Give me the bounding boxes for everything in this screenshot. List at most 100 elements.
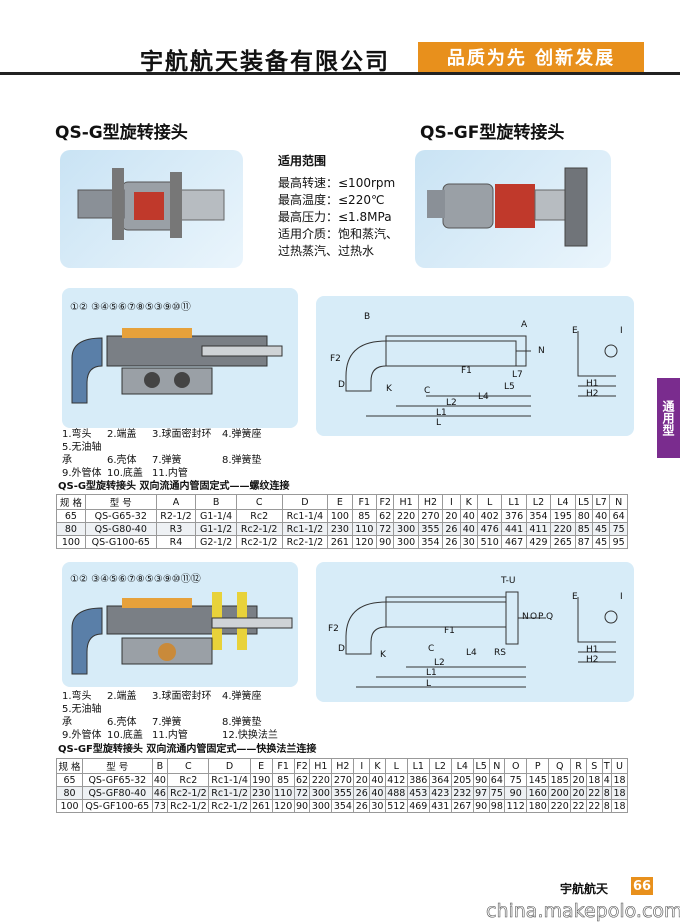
legend-item: 1.弯头 bbox=[62, 691, 92, 702]
table-header-cell: L1 bbox=[501, 494, 527, 510]
table-cell: 354 bbox=[331, 799, 355, 813]
table-cell: 205 bbox=[450, 773, 474, 787]
table-cell: 65 bbox=[56, 509, 86, 523]
table-cell: 75 bbox=[609, 522, 628, 536]
legend-item: 8.弹簧垫 bbox=[222, 717, 262, 728]
table-cell: 20 bbox=[570, 786, 587, 800]
dim-label: Q bbox=[546, 612, 554, 622]
table-cell: 62 bbox=[375, 509, 395, 523]
legend-item: 3.球面密封环 bbox=[152, 691, 212, 702]
table-cell: 232 bbox=[450, 786, 474, 800]
table-cell: G1-1/4 bbox=[195, 509, 237, 523]
dim-label: N bbox=[522, 612, 529, 622]
table-cell: 72 bbox=[375, 522, 395, 536]
spec-line: 最高转速：≤100rpm bbox=[278, 176, 396, 190]
dim-label: L4 bbox=[478, 392, 489, 402]
dim-label: A bbox=[521, 320, 528, 330]
table-cell: 40 bbox=[459, 522, 479, 536]
table-header-cell: L bbox=[476, 494, 503, 510]
header-rule bbox=[0, 72, 680, 75]
table-header-cell: N bbox=[488, 758, 506, 774]
dim-label: F2 bbox=[328, 624, 339, 634]
table-caption-gf: QS-GF型旋转接头 双向流通内管固定式——快换法兰连接 bbox=[58, 744, 317, 755]
dim-label: D bbox=[338, 644, 345, 654]
table-cell: 120 bbox=[351, 535, 378, 549]
legend-item: 10.底盖 bbox=[107, 468, 143, 479]
table-cell: Rc2-1/2 bbox=[167, 799, 210, 813]
table-cell: 364 bbox=[428, 773, 452, 787]
dim-label: L2 bbox=[446, 398, 457, 408]
table-cell: 100 bbox=[56, 535, 86, 549]
table-cell: 355 bbox=[417, 522, 444, 536]
table-cell: G1-1/2 bbox=[195, 522, 237, 536]
table-cell: Rc1-1/2 bbox=[208, 786, 251, 800]
table-cell: QS-G65-32 bbox=[84, 509, 157, 523]
table-cell: 90 bbox=[293, 799, 311, 813]
table-cell: 300 bbox=[393, 522, 419, 536]
table-cell: 62 bbox=[293, 773, 311, 787]
table-cell: 40 bbox=[369, 786, 386, 800]
table-cell: 90 bbox=[504, 786, 528, 800]
table-cell: QS-GF80-40 bbox=[82, 786, 153, 800]
table-cell: R4 bbox=[155, 535, 197, 549]
table-header-cell: L5 bbox=[574, 494, 593, 510]
dim-label: B bbox=[364, 312, 371, 322]
table-cell: 40 bbox=[591, 509, 611, 523]
cutaway-diagram-g: ①② ③④⑤⑥⑦⑧⑤③⑨⑩⑪ bbox=[62, 288, 298, 428]
legend-item: 4.弹簧座 bbox=[222, 691, 262, 702]
table-header-cell: K bbox=[369, 758, 386, 774]
table-header-cell: N bbox=[609, 494, 628, 510]
dim-label: F1 bbox=[461, 366, 472, 376]
table-cell: 402 bbox=[476, 509, 503, 523]
table-header-cell: L1 bbox=[406, 758, 430, 774]
table-cell: 261 bbox=[249, 799, 273, 813]
table-cell: 75 bbox=[504, 773, 528, 787]
table-cell: 72 bbox=[293, 786, 311, 800]
dim-label: K bbox=[386, 384, 392, 394]
table-cell: 512 bbox=[384, 799, 408, 813]
part-callouts: ①② ③④⑤⑥⑦⑧⑤③⑨⑩⑪⑫ bbox=[70, 574, 201, 585]
table-header-cell: F1 bbox=[271, 758, 295, 774]
table-cell: 80 bbox=[574, 509, 593, 523]
product-title-g: QS-G型旋转接头 bbox=[55, 123, 188, 143]
dim-label: H1 bbox=[586, 379, 599, 389]
table-cell: QS-G100-65 bbox=[84, 535, 157, 549]
dim-label: C bbox=[428, 644, 435, 654]
table-cell: 488 bbox=[384, 786, 408, 800]
table-cell: 441 bbox=[501, 522, 527, 536]
legend-item: 5.无油轴承 bbox=[62, 442, 102, 466]
table-cell: 85 bbox=[271, 773, 295, 787]
table-cell: 112 bbox=[504, 799, 528, 813]
table-header-cell: H2 bbox=[417, 494, 444, 510]
table-header-cell: F1 bbox=[351, 494, 378, 510]
dim-label: RS bbox=[494, 648, 506, 658]
table-cell: 8 bbox=[601, 786, 613, 800]
slogan-banner: 品质为先 创新发展 bbox=[418, 42, 644, 72]
table-cell: 40 bbox=[459, 509, 479, 523]
table-cell: 431 bbox=[428, 799, 452, 813]
table-header-cell: C bbox=[167, 758, 210, 774]
table-cell: 46 bbox=[151, 786, 169, 800]
table-cell: 45 bbox=[591, 522, 611, 536]
table-cell: 354 bbox=[525, 509, 552, 523]
table-cell: 145 bbox=[526, 773, 550, 787]
legend-item: 8.弹簧垫 bbox=[222, 455, 262, 466]
table-cell: 4 bbox=[601, 773, 613, 787]
legend-item: 6.壳体 bbox=[107, 717, 137, 728]
dimension-drawing-gf: T-U F2 D C K F1 L4 RS L2 L1 L N O P Q E … bbox=[316, 562, 634, 702]
table-header-cell: 规 格 bbox=[56, 494, 86, 510]
table-cell: 261 bbox=[327, 535, 353, 549]
legend-item: 4.弹簧座 bbox=[222, 429, 262, 440]
table-cell: 270 bbox=[331, 773, 355, 787]
product-title-gf: QS-GF型旋转接头 bbox=[420, 123, 565, 143]
table-header-cell: L5 bbox=[472, 758, 490, 774]
table-cell: 40 bbox=[369, 773, 386, 787]
table-header-cell: L2 bbox=[525, 494, 552, 510]
table-cell: 300 bbox=[393, 535, 419, 549]
